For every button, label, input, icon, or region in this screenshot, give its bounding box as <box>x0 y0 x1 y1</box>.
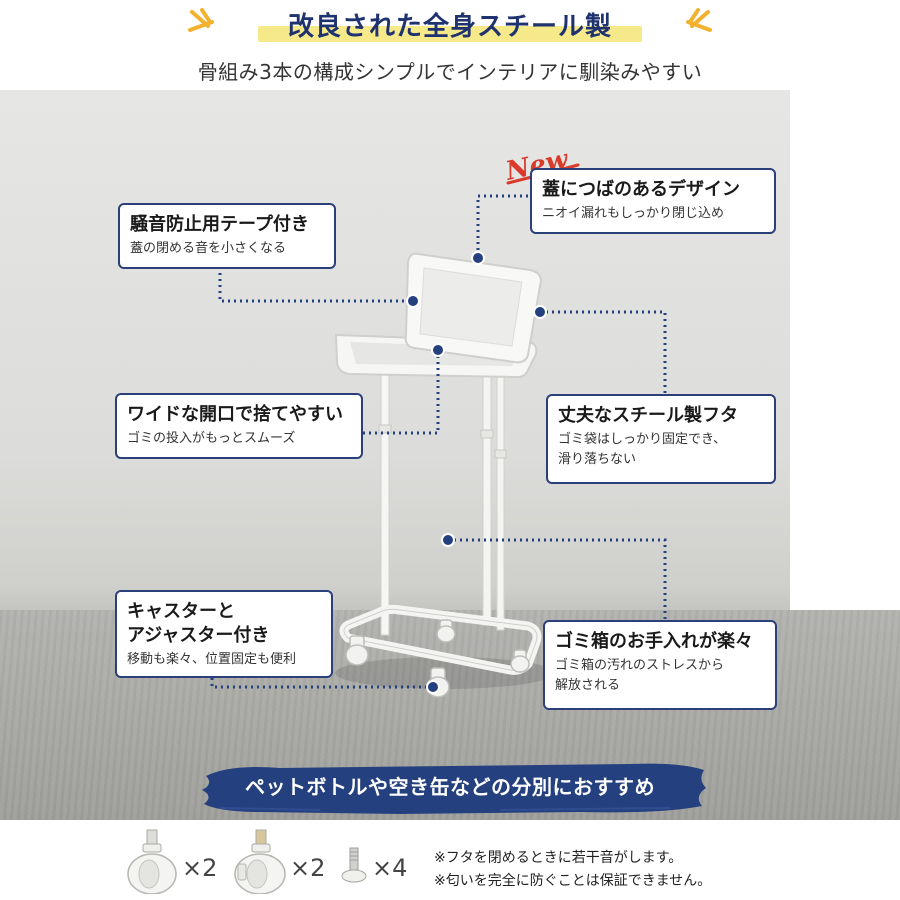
callout-lid-rim: 蓋につばのあるデザイン ニオイ漏れもしっかり閉じ込め <box>530 168 776 234</box>
header: 改良された全身スチール製 骨組み3本の構成シンプルでインテリアに馴染みやすい <box>0 0 900 90</box>
callout-tape: 騒音防止用テープ付き 蓋の閉める音を小さくなる <box>118 203 336 269</box>
caster-icon <box>234 829 286 894</box>
callout-body: ニオイ漏れもしっかり閉じ込め <box>542 206 725 221</box>
title-highlight <box>258 26 642 42</box>
callout-body: ゴミ箱の汚れのストレスから <box>555 658 725 673</box>
note-line: ※フタを閉めるときに若干音がします。 <box>434 850 683 866</box>
adjuster-count: ×4 <box>372 854 408 882</box>
callout-maintenance: ゴミ箱のお手入れが楽々 ゴミ箱の汚れのストレスから 解放される <box>543 620 777 710</box>
title-wrap: 改良された全身スチール製 <box>230 2 670 48</box>
callout-body: 移動も楽々、位置固定も便利 <box>127 652 297 667</box>
callout-wide-opening: ワイドな開口で捨てやすい ゴミの投入がもっとスムーズ <box>115 393 363 459</box>
page-title: 改良された全身スチール製 <box>287 12 612 42</box>
caster-icon <box>127 829 177 894</box>
banner-text: ペットボトルや空き缶などの分別におすすめ <box>245 775 655 799</box>
callout-heading: ワイドな開口で捨てやすい <box>127 404 343 425</box>
wall-background <box>790 90 900 620</box>
callout-steel-lid: 丈夫なスチール製フタ ゴミ袋はしっかり固定でき、 滑り落ちない <box>546 394 776 484</box>
caster-a-count: ×2 <box>182 854 218 882</box>
callout-heading: 蓋につばのあるデザイン <box>542 179 740 200</box>
callout-heading: 丈夫なスチール製フタ <box>558 405 738 426</box>
callout-body: 解放される <box>555 678 621 693</box>
callout-heading: ゴミ箱のお手入れが楽々 <box>555 631 753 652</box>
note-line: ※匂いを完全に防ぐことは保証できません。 <box>434 873 712 889</box>
spark-icon <box>188 8 214 32</box>
callout-body: ゴミ袋はしっかり固定でき、 <box>558 432 727 447</box>
callout-heading: 騒音防止用テープ付き <box>130 214 309 235</box>
brush-stroke-banner <box>202 763 706 814</box>
callout-heading: キャスターと <box>127 601 235 622</box>
adjuster-foot-icon <box>341 847 367 883</box>
callout-body: 滑り落ちない <box>558 452 637 467</box>
caster-b-count: ×2 <box>290 854 326 882</box>
callout-body: ゴミの投入がもっとスムーズ <box>127 431 296 446</box>
spark-icon <box>686 8 712 32</box>
trash-stand-illustration <box>210 194 667 698</box>
callout-heading: アジャスター付き <box>127 625 270 646</box>
accessories-row: ×2 ×2 ×4 ※フタを閉めるときに若干音がします。 ※匂いを完全に防ぐことは… <box>0 820 900 900</box>
callout-body: 蓋の閉める音を小さくなる <box>130 241 287 256</box>
callout-casters: キャスターと アジャスター付き 移動も楽々、位置固定も便利 <box>115 590 333 678</box>
page-subtitle: 骨組み3本の構成シンプルでインテリアに馴染みやすい <box>197 60 703 84</box>
